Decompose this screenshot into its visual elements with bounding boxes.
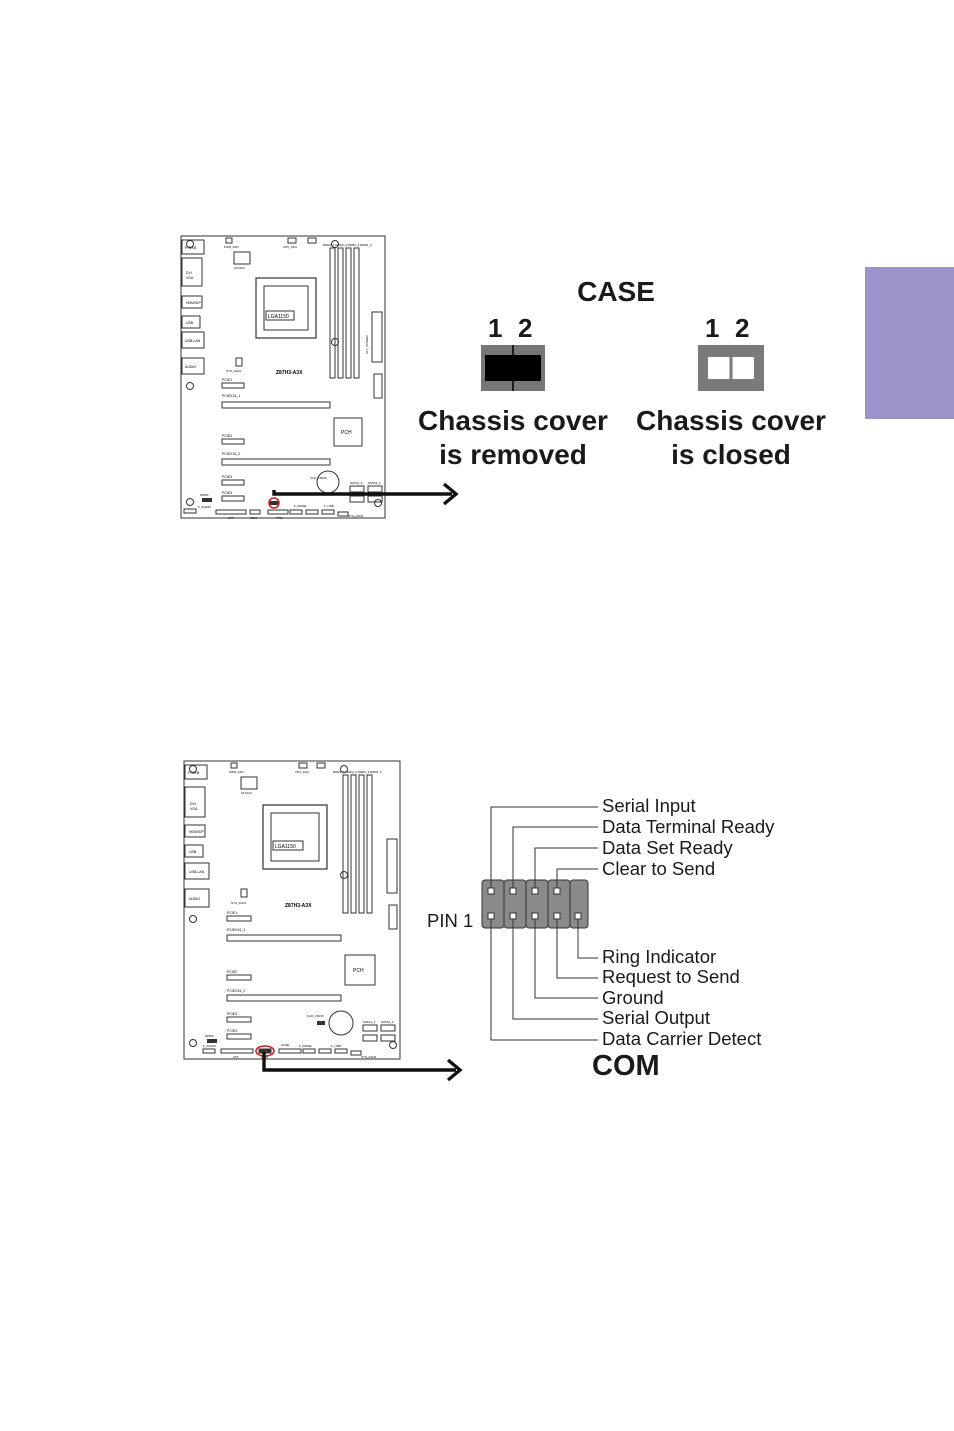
svg-text:USB-LAN: USB-LAN (189, 870, 205, 874)
svg-text:SPDIF: SPDIF (200, 493, 209, 497)
svg-text:PCIE3: PCIE3 (222, 475, 232, 479)
svg-text:ATX12V: ATX12V (241, 791, 252, 795)
svg-text:HDMI/DP: HDMI/DP (186, 301, 201, 305)
svg-text:F_PANEL: F_PANEL (299, 1044, 312, 1048)
svg-text:Z87H3-A3X: Z87H3-A3X (285, 903, 312, 909)
svg-text:PWR_FAN: PWR_FAN (229, 770, 244, 774)
com-pinout-diagram (481, 806, 598, 1041)
jumper-removed-closed-cap (481, 345, 545, 391)
svg-text:USB: USB (186, 321, 194, 325)
svg-text:PCH: PCH (353, 968, 364, 974)
svg-text:SYS_FAN1: SYS_FAN1 (226, 369, 242, 373)
svg-text:F_PANEL: F_PANEL (294, 504, 307, 508)
motherboard-diagram-case: PS2KB DVI VGA HDMI/DP USB USB-LAN AUDIO … (178, 234, 388, 520)
case-pointer-arrow (272, 482, 459, 506)
svg-text:SATA3_4: SATA3_4 (381, 1020, 394, 1024)
svg-text:F_AUDIO: F_AUDIO (203, 1044, 217, 1048)
svg-text:Z87H3-A3X: Z87H3-A3X (276, 370, 303, 376)
removed-pin-2: 2 (518, 313, 533, 343)
removed-pin-1: 1 (488, 313, 503, 343)
com-label-ring-indicator: Ring Indicator (602, 946, 717, 967)
caption-removed: Chassis cover is removed (418, 405, 608, 470)
svg-text:PCIEX16_1: PCIEX16_1 (227, 928, 245, 932)
svg-text:F_USB: F_USB (331, 1044, 341, 1048)
svg-text:SYS_FAN2: SYS_FAN2 (348, 514, 364, 518)
svg-text:SYS_FAN2: SYS_FAN2 (361, 1055, 377, 1059)
svg-text:USB: USB (189, 850, 197, 854)
com-label-clear-to-send: Clear to Send (602, 858, 716, 879)
caption-closed: Chassis cover is closed (636, 405, 826, 470)
svg-text:PCH: PCH (341, 430, 352, 436)
svg-text:SPDIF: SPDIF (205, 1034, 214, 1038)
svg-text:PCIEX16_2: PCIEX16_2 (222, 452, 240, 456)
svg-text:AUDIO: AUDIO (189, 897, 200, 901)
svg-text:LGA1150: LGA1150 (275, 844, 296, 850)
svg-text:LGA1150: LGA1150 (268, 314, 289, 320)
svg-text:AUDIO: AUDIO (185, 365, 196, 369)
svg-text:CASE: CASE (281, 1043, 289, 1047)
svg-text:DDR3_1 DDR3_2 DDR3_3 DDR3_4: DDR3_1 DDR3_2 DDR3_3 DDR3_4 (333, 770, 382, 774)
svg-text:PCIE3: PCIE3 (227, 1012, 237, 1016)
svg-text:TPM: TPM (276, 516, 283, 520)
com-label-data-terminal-ready: Data Terminal Ready (602, 816, 775, 837)
com-title: COM (592, 1050, 660, 1082)
pin1-label: PIN 1 (427, 910, 474, 931)
com-label-serial-output: Serial Output (602, 1007, 710, 1028)
jumper-closed-open-pins (698, 345, 764, 391)
svg-text:CLR_CMOS: CLR_CMOS (307, 1014, 324, 1018)
label-ps2: PS2KB (185, 246, 197, 250)
case-header-highlight (268, 497, 280, 509)
svg-text:PS2KB: PS2KB (188, 771, 200, 775)
com-label-data-carrier-detect: Data Carrier Detect (602, 1028, 762, 1049)
com-label-request-to-send: Request to Send (602, 966, 740, 987)
svg-text:PCIE3: PCIE3 (227, 1029, 237, 1033)
com-pointer-arrow (262, 1052, 463, 1082)
com-label-ground: Ground (602, 987, 664, 1008)
svg-text:VGA: VGA (190, 807, 198, 811)
section-tab (865, 267, 954, 419)
svg-text:SATA1_2: SATA1_2 (363, 1020, 376, 1024)
svg-text:PCIE3: PCIE3 (222, 491, 232, 495)
svg-text:HDMI/DP: HDMI/DP (189, 830, 204, 834)
closed-pin-2: 2 (735, 313, 750, 343)
svg-text:SYS_FAN1: SYS_FAN1 (231, 901, 247, 905)
svg-text:SATA1_2: SATA1_2 (350, 481, 363, 485)
case-title: CASE (577, 276, 655, 307)
svg-text:DVI: DVI (186, 271, 192, 275)
svg-text:PWR_FAN: PWR_FAN (224, 245, 239, 249)
com-label-serial-input: Serial Input (602, 795, 696, 816)
svg-text:LPT: LPT (228, 516, 234, 520)
svg-text:COM: COM (250, 516, 258, 520)
svg-text:ATX12V: ATX12V (234, 266, 245, 270)
svg-text:F_AUDIO: F_AUDIO (198, 505, 212, 509)
closed-pin-1: 1 (705, 313, 720, 343)
svg-text:DVI: DVI (190, 802, 196, 806)
svg-text:CPU_FAN: CPU_FAN (295, 770, 309, 774)
svg-text:F_USB: F_USB (324, 504, 334, 508)
svg-text:USB-LAN: USB-LAN (185, 339, 201, 343)
svg-text:CLR_CMOS: CLR_CMOS (310, 476, 327, 480)
svg-text:PCIEX16_2: PCIEX16_2 (227, 989, 245, 993)
svg-text:PCIEX16_1: PCIEX16_1 (222, 394, 240, 398)
svg-text:PCIE2: PCIE2 (222, 434, 232, 438)
svg-text:LPT: LPT (233, 1055, 239, 1059)
svg-text:SATA3_4: SATA3_4 (368, 481, 381, 485)
com-label-data-set-ready: Data Set Ready (602, 837, 733, 858)
svg-text:DDR3_1 DDR3_2 DDR3_3 DDR3_4: DDR3_1 DDR3_2 DDR3_3 DDR3_4 (323, 243, 372, 247)
motherboard-diagram-com: PS2KB DVI VGA HDMI/DP USB USB-LAN AUDIO … (181, 759, 403, 1061)
svg-text:PCIE2: PCIE2 (227, 970, 237, 974)
svg-text:PCIE1: PCIE1 (227, 911, 237, 915)
svg-text:VGA: VGA (186, 276, 194, 280)
svg-text:PCIE1: PCIE1 (222, 378, 232, 382)
svg-text:CPU_FAN: CPU_FAN (283, 245, 297, 249)
svg-text:ATX_POWER: ATX_POWER (365, 335, 369, 354)
